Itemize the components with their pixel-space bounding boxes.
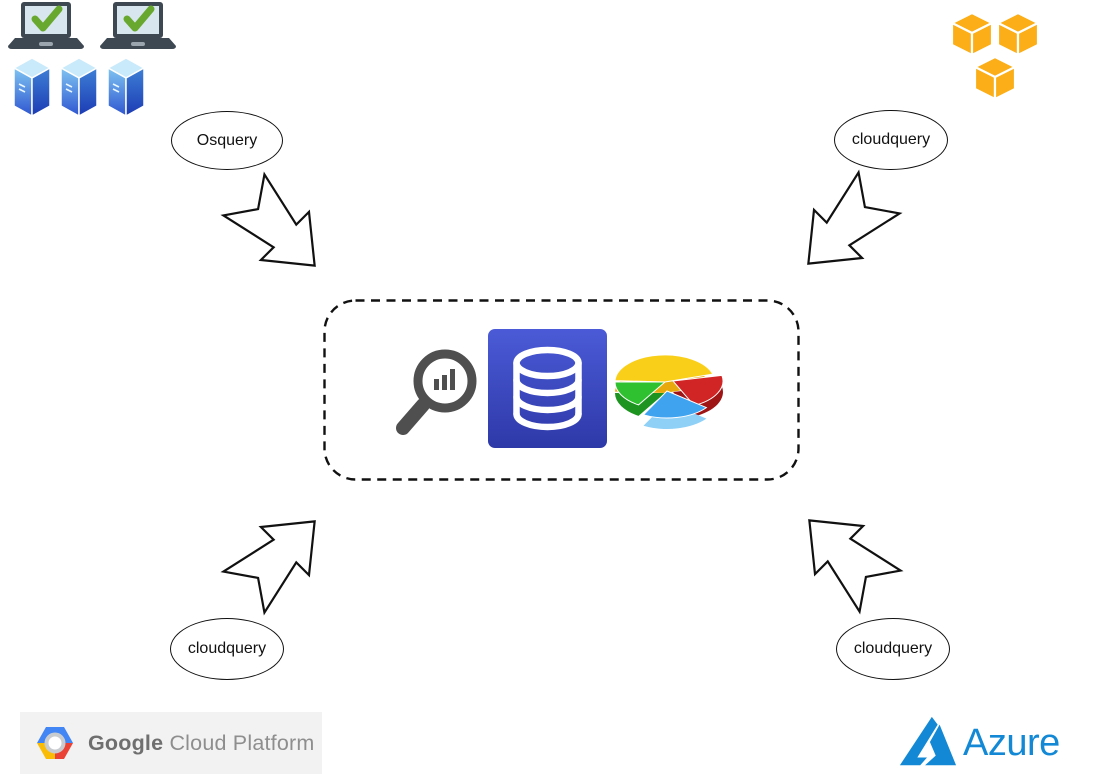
- laptop-check-icon: [8, 2, 84, 49]
- azure-triangle-icon: [899, 716, 957, 766]
- database-icon: [488, 329, 607, 448]
- pie-chart-icon: [614, 354, 724, 429]
- flow-arrow-bottom-right: [779, 490, 909, 620]
- laptop-check-icon: [100, 2, 176, 49]
- osquery-label: Osquery: [196, 131, 258, 149]
- gcp-hexagon-icon: [37, 727, 73, 759]
- label-oval-cloudquery-aws: cloudquery: [834, 110, 948, 170]
- gcp-logo: Google Cloud Platform: [20, 712, 322, 774]
- flow-arrow-top-right: [778, 164, 908, 294]
- cloudquery-label: cloudquery: [187, 640, 267, 657]
- gcp-label-cloud-platform: Cloud Platform: [169, 730, 315, 755]
- flow-arrow-bottom-left: [215, 491, 345, 621]
- label-oval-cloudquery-azure: cloudquery: [836, 618, 950, 680]
- search-analytics-icon: [396, 349, 477, 435]
- aggregation-hub: [323, 299, 800, 481]
- aws-cubes-icon: [950, 11, 1040, 101]
- gcp-label-google: Google: [88, 730, 164, 755]
- cloudquery-label: cloudquery: [853, 640, 933, 657]
- label-oval-osquery: Osquery: [171, 111, 283, 170]
- azure-label: Azure: [963, 722, 1060, 764]
- flow-arrow-top-left: [215, 166, 345, 296]
- dashed-border: [323, 299, 800, 481]
- server-icon: [13, 57, 145, 117]
- cloudquery-label: cloudquery: [851, 131, 931, 148]
- label-oval-cloudquery-gcp: cloudquery: [170, 618, 284, 680]
